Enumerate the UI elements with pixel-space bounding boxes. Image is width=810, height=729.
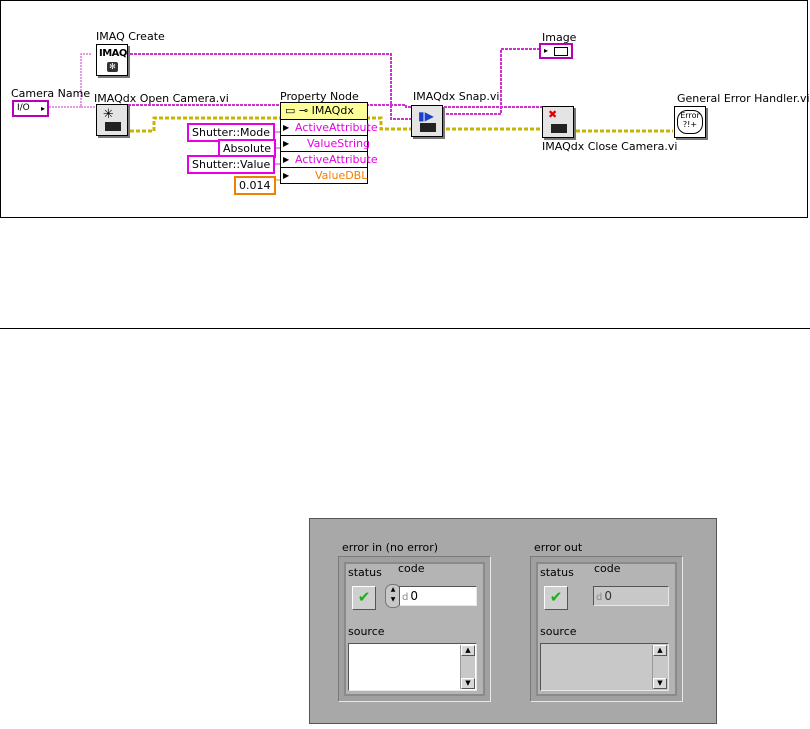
error-in-title: error in (no error) [342, 541, 439, 554]
error-out-source-label: source [540, 625, 577, 638]
snap-node[interactable]: ▮▶ [411, 105, 443, 137]
numeric-prefix: d [596, 592, 603, 603]
camera-name-label: Camera Name [11, 87, 91, 100]
scroll-up-icon[interactable]: ▲ [653, 645, 667, 656]
increment-decrement-icon[interactable]: ▲▼ [385, 584, 401, 608]
property-row-label: ActiveAttribute [295, 153, 378, 166]
snap-label: IMAQdx Snap.vi [413, 90, 500, 103]
check-icon: ✔ [549, 588, 563, 606]
wires [46, 48, 673, 186]
play-icon: ▮▶ [418, 109, 434, 123]
imaq-create-label: IMAQ Create [96, 30, 165, 43]
check-icon: ✔ [357, 588, 371, 606]
arrow-icon: ▶ [283, 123, 290, 132]
open-camera-node[interactable]: ✳ [96, 104, 128, 136]
close-camera-node[interactable]: ✖ [542, 106, 574, 138]
imaq-create-node[interactable]: IMAQ ✻ [96, 44, 128, 76]
session-wire-2 [366, 104, 546, 108]
scroll-down-icon[interactable]: ▼ [653, 678, 667, 689]
arrow-icon: ▶ [283, 139, 290, 148]
error-out-title: error out [534, 541, 583, 554]
error-in-source-label: source [348, 625, 385, 638]
close-camera-label: IMAQdx Close Camera.vi [542, 140, 678, 153]
imaq-icon-text: IMAQ [99, 48, 127, 59]
error-in-status-label: status [348, 566, 382, 579]
ref-icon: ▭ ⊸ [285, 104, 312, 117]
property-row[interactable]: ▶ ActiveAttribute [281, 120, 378, 136]
property-row[interactable]: ▶ ValueString [281, 136, 371, 152]
property-row-label: ValueString [307, 137, 371, 150]
error-handler-label: General Error Handler.vi [677, 92, 810, 105]
camera-terminal-text: I/O [17, 103, 30, 113]
scroll-up-icon[interactable]: ▲ [461, 645, 475, 656]
property-node-label: Property Node [280, 90, 359, 103]
error-out-code-label: code [594, 562, 621, 575]
terminal-arrow-icon: ▸ [40, 104, 45, 113]
error-in-code-label: code [398, 562, 425, 575]
arrow-icon: ▶ [283, 155, 290, 164]
shutter-value-constant[interactable]: Shutter::Value [187, 155, 276, 174]
error-out-status-led: ✔ [544, 586, 568, 610]
camera-icon: ✻ [107, 62, 118, 72]
image-indicator[interactable]: ▸ [539, 43, 573, 59]
camera-name-wire [46, 53, 91, 108]
error-out-status-label: status [540, 566, 574, 579]
camera-icon [420, 123, 436, 132]
error-wire-2 [366, 116, 411, 131]
error-in-code-value: 0 [410, 589, 418, 603]
camera-name-terminal[interactable]: I/O ▸ [12, 100, 49, 117]
error-out-source-field: ▲ ▼ [540, 643, 669, 691]
camera-icon [551, 124, 567, 133]
scrollbar[interactable]: ▲ ▼ [652, 645, 667, 689]
property-row-label: ActiveAttribute [295, 121, 378, 134]
property-node-class: IMAQdx [311, 104, 354, 117]
error-in-source-field[interactable]: ▲ ▼ [348, 643, 477, 691]
number-constant[interactable]: 0.014 [234, 176, 276, 195]
error-wire [124, 116, 281, 133]
error-handler-node[interactable]: Error?!+ [674, 106, 706, 138]
property-row-label: ValueDBL [315, 169, 368, 182]
property-node[interactable]: ▭ ⊸ IMAQdx ▶ ActiveAttribute ▶ ValueString… [280, 102, 378, 184]
numeric-prefix: d [402, 592, 409, 603]
property-node-header: ▭ ⊸ IMAQdx [281, 103, 367, 120]
error-bubble-icon: Error?!+ [677, 110, 703, 134]
property-row[interactable]: ▶ ActiveAttribute [281, 152, 378, 168]
scrollbar[interactable]: ▲ ▼ [460, 645, 475, 689]
error-out-code-value: 0 [604, 589, 612, 603]
property-row[interactable]: ▶ ValueDBL [281, 168, 367, 183]
close-icon: ✖ [548, 108, 558, 121]
image-icon [554, 47, 568, 56]
block-diagram: IMAQ Create Camera Name IMAQdx Open Came… [0, 0, 810, 218]
open-icon: ✳ [103, 107, 114, 122]
open-camera-label: IMAQdx Open Camera.vi [94, 92, 229, 105]
camera-icon [105, 122, 121, 131]
image-out-wire [446, 48, 539, 115]
section-divider [0, 328, 810, 329]
scroll-down-icon[interactable]: ▼ [461, 678, 475, 689]
image-create-wire [126, 53, 411, 120]
image-label: Image [542, 31, 577, 44]
error-in-status-led[interactable]: ✔ [352, 586, 376, 610]
arrow-icon: ▶ [283, 171, 290, 180]
error-icon-text: Error [680, 111, 700, 120]
absolute-constant[interactable]: Absolute [218, 139, 277, 158]
indicator-arrow-icon: ▸ [544, 46, 549, 55]
